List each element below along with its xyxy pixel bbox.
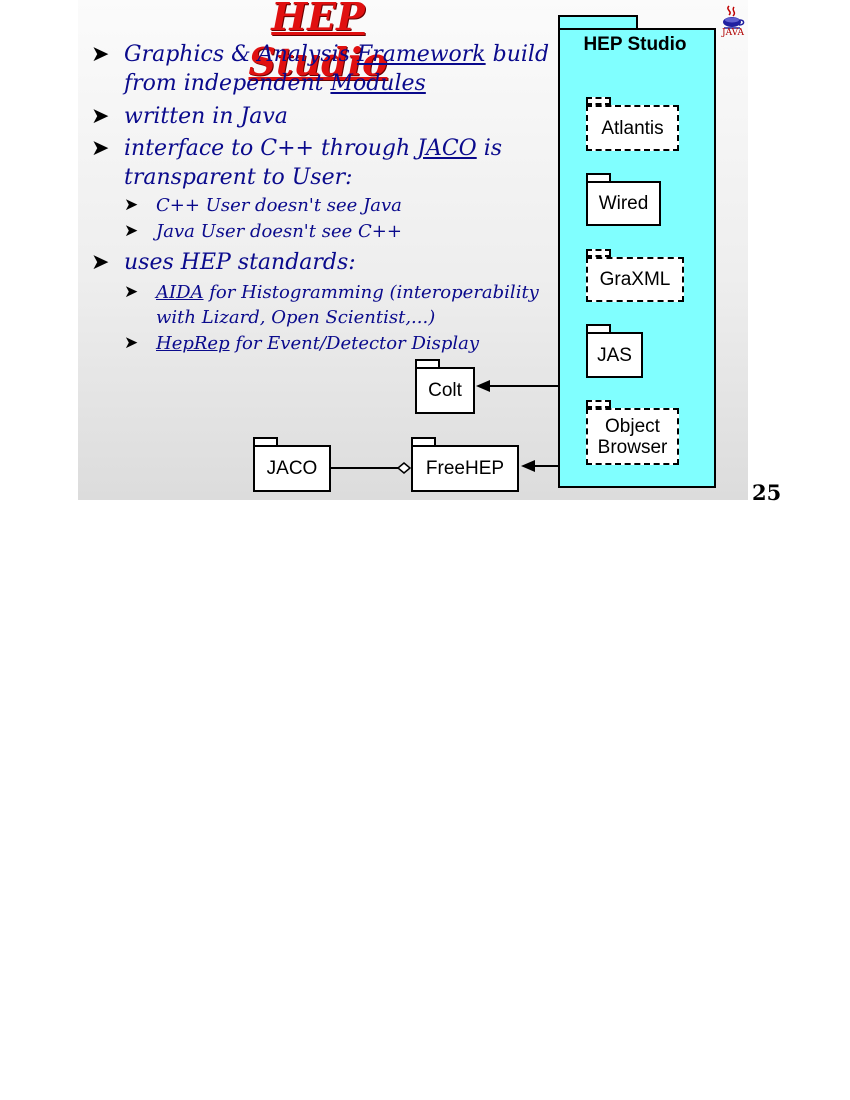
slide: HEP Studio ➤ Graphics & Analysis Framewo… (78, 0, 748, 500)
bullet-4: uses HEP standards: (124, 250, 356, 275)
object-browser-line2: Browser (597, 436, 668, 458)
freehep-package: FreeHEP (411, 445, 519, 492)
wired-package: Wired (586, 181, 661, 226)
atlantis-package: Atlantis (586, 105, 679, 151)
jas-package-tab (586, 324, 611, 333)
framework-link: Framework (356, 42, 486, 67)
modules-link: Modules (330, 71, 426, 96)
bullet-3-text: interface to C++ through (124, 136, 418, 161)
bullet-arrow-icon: ➤ (91, 250, 110, 275)
hep-studio-title: HEP Studio (583, 34, 687, 55)
slide-title: HEP Studio (248, 0, 388, 84)
bullet-2: written in Java (124, 104, 288, 129)
heprep-link: HepRep (156, 333, 230, 354)
aida-link: AIDA (156, 282, 204, 303)
atlantis-package-tab (586, 97, 611, 106)
hep-studio-package-tab (558, 15, 638, 30)
object-browser-package: Object Browser (586, 408, 679, 465)
bullet-1-line2: from independent Modules (124, 71, 426, 96)
diagram-connectors (331, 380, 558, 474)
sub-bullet-arrow-icon: ➤ (124, 195, 139, 215)
heprep-text: for Event/Detector Display (229, 333, 480, 354)
freehep-package-tab (411, 437, 436, 446)
jas-package: JAS (586, 332, 643, 378)
object-browser-line1: Object (605, 415, 660, 437)
bullet-1-text: Graphics & Analysis (124, 42, 357, 67)
object-browser-package-tab (586, 400, 611, 409)
jaco-package-tab (253, 437, 278, 446)
sub-bullet-arrow-icon: ➤ (124, 221, 139, 241)
java-logo-text: JAVA (721, 28, 745, 38)
sub-bullet-arrow-icon: ➤ (124, 282, 139, 302)
sub-bullet-arrow-icon: ➤ (124, 333, 139, 353)
aida-text: for Histogramming (interoperability (203, 282, 539, 303)
bullet-arrow-icon: ➤ (91, 104, 110, 129)
aggregation-diamond-icon (396, 462, 412, 474)
sub-bullet-heprep: HepRep for Event/Detector Display (156, 333, 479, 354)
bullet-3-line2: transparent to User: (124, 165, 353, 190)
bullet-3: interface to C++ through JACO is (124, 136, 502, 161)
graxml-package-tab (586, 249, 611, 258)
bullet-arrow-icon: ➤ (91, 42, 110, 67)
sub-bullet-aida: AIDA for Histogramming (interoperability (156, 282, 539, 303)
sub-bullet-cpp-user: C++ User doesn't see Java (156, 195, 402, 216)
java-logo-icon (723, 5, 745, 29)
bullet-3-text-end: is (476, 136, 503, 161)
freehep-arrowhead-icon (521, 460, 535, 472)
jaco-package: JACO (253, 445, 331, 492)
colt-package: Colt (415, 367, 475, 414)
bullet-arrow-icon: ➤ (91, 136, 110, 161)
bullet-1: Graphics & Analysis Framework build (124, 42, 549, 67)
colt-package-tab (415, 359, 440, 368)
bullet-1-line2-text: from independent (124, 71, 331, 96)
bullet-1-text-end: build (485, 42, 550, 67)
sub-bullet-aida-line2: with Lizard, Open Scientist,...) (156, 307, 436, 328)
sub-bullet-java-user: Java User doesn't see C++ (156, 221, 402, 242)
colt-arrowhead-icon (476, 380, 490, 392)
wired-package-tab (586, 173, 611, 182)
page-number: 25 (752, 480, 782, 505)
jaco-link: JACO (417, 136, 477, 161)
graxml-package: GraXML (586, 257, 684, 302)
